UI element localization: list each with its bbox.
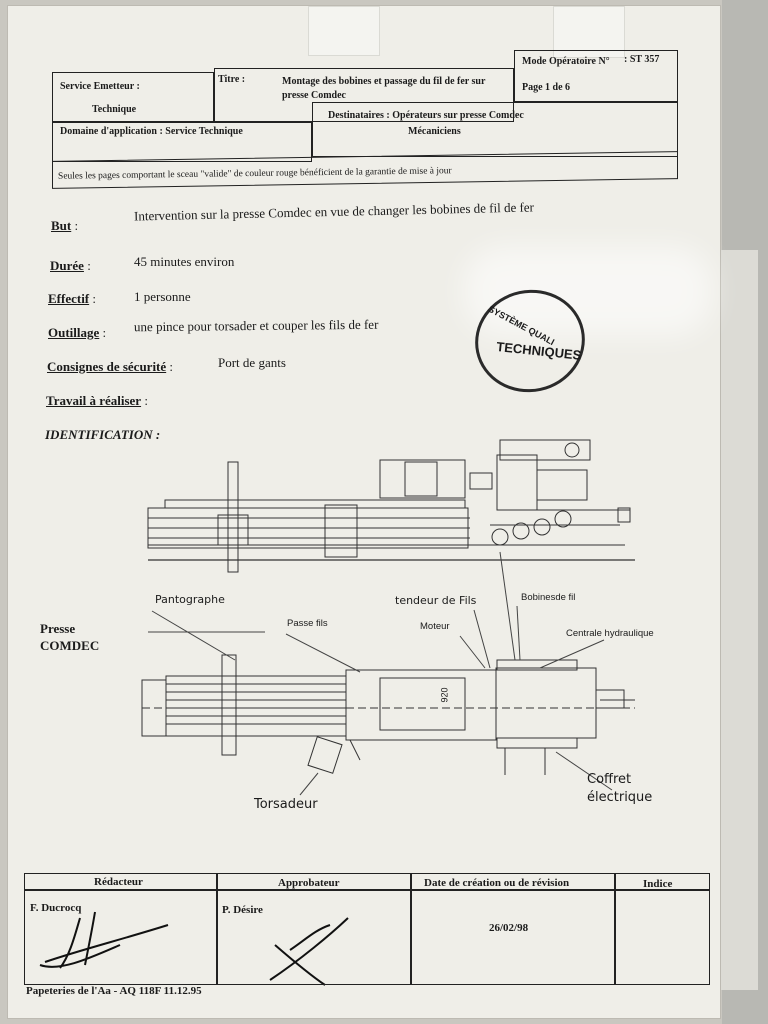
footer-table: Rédacteur Approbateur Date de création o…: [24, 873, 710, 985]
passe-fils-label: Passe fils: [287, 618, 328, 629]
service-cell: [52, 72, 214, 122]
service-label: Service Emetteur :: [60, 81, 140, 92]
field-effectif: Effectif :: [48, 291, 97, 306]
signature-approbateur: [269, 917, 349, 986]
date-header: Date de création ou de révision: [424, 877, 570, 889]
indice-header: Indice: [643, 878, 673, 890]
press-label-2: COMDEC: [40, 638, 100, 653]
press-label-1: Presse: [40, 621, 76, 636]
identification-heading: IDENTIFICATION :: [45, 427, 161, 442]
field-duree-value: 45 minutes environ: [134, 254, 235, 269]
field-but: But :: [51, 218, 79, 233]
titre-line-2: presse Comdec: [282, 90, 346, 101]
bobines-label: Bobinesde fil: [521, 592, 576, 603]
coffret-label-1: Coffret: [587, 772, 632, 787]
tape-strip: [553, 6, 625, 58]
destinataires-cell: [312, 102, 678, 157]
tape-strip: [308, 6, 380, 56]
domaine-text: Domaine d'application : Service Techniqu…: [60, 126, 243, 137]
mode-value: : ST 357: [624, 54, 660, 65]
date-value: 26/02/98: [489, 922, 529, 934]
field-outillage: Outillage :: [48, 325, 107, 340]
coffret-label-2: électrique: [587, 790, 653, 805]
title-cell: [214, 68, 514, 122]
tendeur-label: tendeur de Fils: [395, 594, 477, 607]
moteur-label: Moteur: [420, 621, 450, 632]
service-value: Technique: [92, 104, 137, 115]
domaine-cell: [52, 122, 312, 162]
label-leaders: [148, 551, 613, 796]
destinataires-line-2: Mécaniciens: [408, 126, 461, 137]
pantographe-label: Pantographe: [155, 593, 225, 606]
centrale-label: Centrale hydraulique: [566, 628, 654, 639]
glare: [463, 246, 713, 336]
approbateur-name: P. Désire: [222, 904, 263, 916]
printer-line: Papeteries de l'Aa - AQ 118F 11.12.95: [26, 985, 202, 997]
field-consignes: Consignes de sécurité :: [47, 359, 174, 374]
document-page: [8, 6, 720, 1018]
titre-line-1: Montage des bobines et passage du fil de…: [282, 76, 486, 87]
press-top-view: [141, 654, 635, 775]
field-consignes-value: Port de gants: [218, 355, 286, 370]
dimension-label: 920: [439, 687, 450, 703]
press-side-view: [147, 439, 635, 573]
mode-label: Mode Opératoire N°: [522, 56, 610, 67]
page-number: Page 1 de 6: [522, 82, 571, 93]
destinataires-label: Destinataires : Opérateurs sur presse Co…: [328, 110, 524, 121]
torsadeur-label: Torsadeur: [254, 797, 318, 812]
field-duree: Durée :: [50, 258, 91, 273]
signature-redacteur: [39, 911, 169, 969]
field-travail: Travail à réaliser :: [46, 393, 148, 408]
mode-cell: [514, 50, 678, 102]
field-effectif-value: 1 personne: [134, 289, 191, 304]
approbateur-header: Approbateur: [278, 877, 340, 889]
redacteur-name: F. Ducrocq: [30, 902, 82, 914]
redacteur-header: Rédacteur: [94, 876, 143, 888]
header-table: Service Emetteur : Technique Titre : Mon…: [52, 50, 678, 189]
titre-label: Titre :: [218, 74, 246, 85]
